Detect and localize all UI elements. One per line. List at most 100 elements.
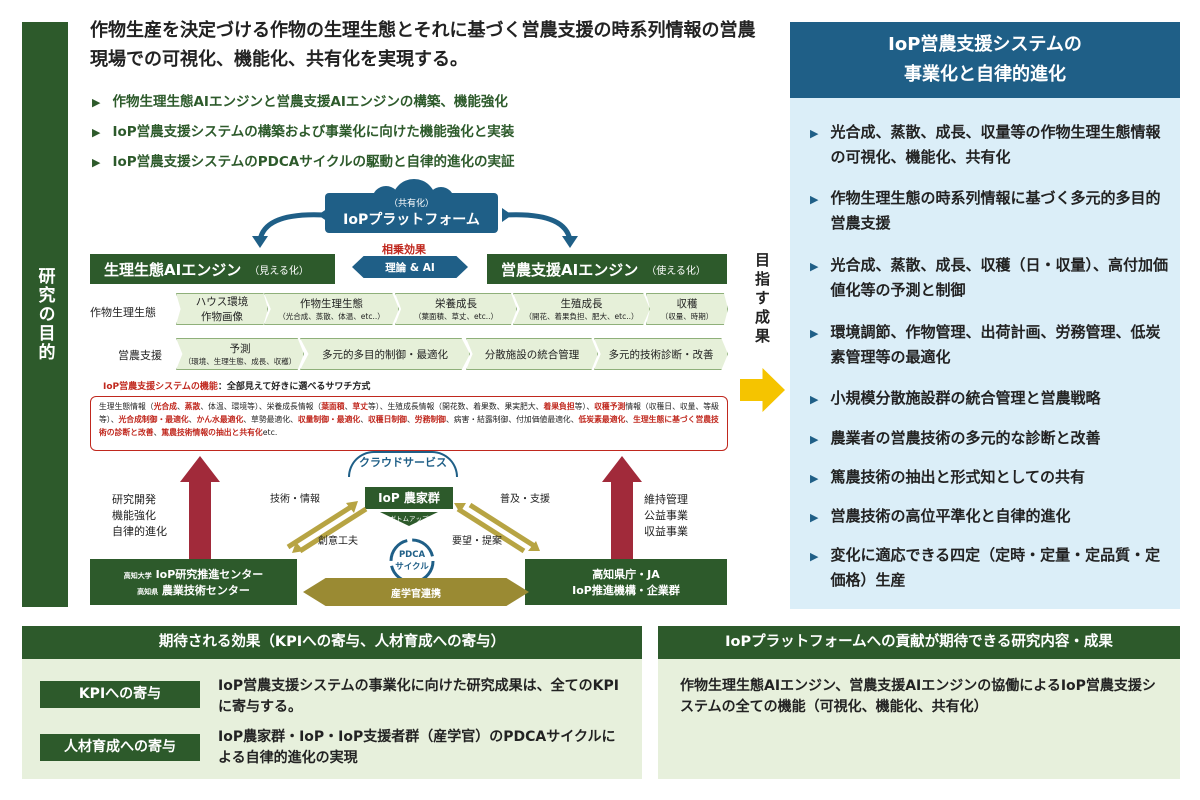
hr-badge: 人材育成への寄与 [40,734,200,761]
step-title: 予測 [229,343,251,355]
goal-label: 目指す成果 [753,252,771,347]
function-text: 等）、 [574,402,595,411]
kpi-badge: KPIへの寄与 [40,681,200,708]
function-highlight: かん水最適化 [196,415,244,424]
org-small: 高知大学 [123,572,152,580]
flow-step: 予測（環境、生理生態、成長、収穫） [176,338,304,370]
function-highlight: 葉面積 [321,402,345,411]
outcome-item: ▶ 小規模分散施設群の統合管理と営農戦略 [810,386,1170,412]
functions-title-red: IoP営農支援システムの機能 [103,382,218,392]
main-heading: 作物生産を決定づける作物の生理生態とそれに基づく営農支援の時系列情報の営農現場で… [90,20,756,70]
function-highlight: 生理生態に基づく営農技術の診断と改善 [99,415,719,437]
outcome-item: ▶変化に適応できる四定（定時・定量・定品質・定価格）生産 [810,543,1170,593]
up-arrow-shaft [189,481,211,559]
bullet-text: 作物生理生態AIエンジンと営農支援AIエンジンの構築、機能強化 [112,94,508,110]
step-sub: （収量、時期） [660,312,714,321]
function-highlight: 収量制御・最適化 [297,415,361,424]
synergy-label: 相乗効果 [382,243,426,256]
step-title: 多元的多目的制御・最適化 [322,348,448,361]
engine-title: 営農支援AIエンジン [501,260,639,279]
outcome-text: 篤農技術の抽出と形式知としての共有 [830,468,1086,486]
outcome-text: 環境調節、作物管理、出荷計画、労務管理、低炭素管理等の最適化 [830,323,1161,366]
triangle-icon: ▶ [810,127,819,140]
step-sub: （光合成、蒸散、体温、etc..） [278,312,385,321]
goal-arrow-icon [740,368,785,412]
step-sub: （開花、着果負担、肥大、etc..） [524,312,639,321]
function-highlight: 着果負担 [543,402,575,411]
org-name: 農業技術センター [161,584,250,597]
function-text: 、 [344,402,353,411]
function-text: 、 [188,415,197,424]
function-highlight: 草丈 [352,402,368,411]
triangle-icon: ▶ [810,511,819,524]
function-highlight: 光合成 [153,402,177,411]
expected-effects-title: 期待される効果（KPIへの寄与、人材育成への寄与） [22,626,642,659]
function-text: 、病害・結露制御、付加価値最適化、 [445,415,579,424]
org-name: IoP研究推進センター [155,568,264,581]
functions-title: IoP営農支援システムの機能：全部見えて好きに選べるサワチ方式 [103,379,370,392]
platform-arrows [252,208,578,248]
function-highlight: 篤農技術情報の抽出と共有化 [161,428,263,437]
outcome-item: ▶ 光合成、蒸散、成長、収量等の作物生理生態情報の可視化、機能化、共有化 [810,120,1170,170]
triangle-icon: ▶ [810,393,819,406]
up-arrow-head [180,456,220,482]
outcome-item: ▶ 営農技術の高位平準化と自律的進化 [810,504,1170,530]
function-text: 、 [176,402,185,411]
request-label: 要望・提案 [452,536,502,547]
outcome-item: ▶ 篤農技術の抽出と形式知としての共有 [810,465,1170,491]
outcome-text: 光合成、蒸散、成長、収量等の作物生理生態情報の可視化、機能化、共有化 [830,123,1161,166]
flow-step: 収穫 （収量、時期） [646,293,728,325]
flow-step: ハウス環境 作物画像 [176,293,268,325]
step-title: 収穫 [676,298,698,310]
left-side-text: 研究開発 機能強化 自律的進化 [112,493,167,538]
up-arrow-shaft [611,481,633,559]
outcome-text: 小規模分散施設群の統合管理と営農戦略 [830,389,1101,407]
spread-label: 普及・支援 [500,494,550,505]
step-title: 作物生理生態 [300,298,363,310]
iop-platform-cloud: （共有化） IoPプラットフォーム [325,193,498,233]
function-highlight: 光合成制御・最適化 [118,415,189,424]
up-arrow-head [602,456,642,482]
triangle-icon: ▶ [92,156,101,169]
step-title: 栄養成長 [435,298,477,310]
triangle-icon: ▶ [810,260,819,273]
flow-step: 作物生理生態 （光合成、蒸散、体温、etc..） [264,293,399,325]
bullet-item: ▶ 作物生理生態AIエンジンと営農支援AIエンジンの構築、機能強化 [92,90,508,110]
step-title: 分散施設の統合管理 [484,348,580,361]
triangle-icon: ▶ [810,472,819,485]
function-text: 等）、生殖成長情報（開花数、着果数、果実肥大、 [368,402,544,411]
platform-title: IoPプラットフォーム [343,212,480,228]
outcome-text: 営農技術の高位平準化と自律的進化 [830,507,1071,525]
function-highlight: 収穫日制御 [368,415,407,424]
triangle-icon: ▶ [810,193,819,206]
engine-title: 生理生態AIエンジン [104,260,242,279]
farm-group: IoP 農家群 [365,487,453,509]
outcome-text: 変化に適応できる四定（定時・定量・定品質・定価格）生産 [830,546,1161,589]
function-highlight: 蒸散 [184,402,201,411]
engine-sub: （使える化） [646,265,706,277]
function-text: 情報（収穫日、収量、等級等）、 [99,402,719,424]
flow-step: 分散施設の統合管理 [466,338,598,370]
functions-title-rest: ：全部見えて好きに選べるサワチ方式 [217,382,371,392]
function-text: 、 [625,415,634,424]
org-small: 高知県 [137,588,159,596]
support-flow: 予測（環境、生理生態、成長、収穫） 多元的多目的制御・最適化 分散施設の統合管理… [176,338,728,370]
function-highlight: 収穫予測 [594,402,626,411]
function-highlight: 低炭素最適化 [578,415,626,424]
engine-sub: （見える化） [249,265,309,277]
farming-ai-engine: 営農支援AIエンジン （使える化） [487,254,727,284]
row-label: 作物生理生態 [90,306,156,319]
hr-text: IoP農家群・IoP・IoP支援者群（産学官）のPDCAサイクルによる自律的進化… [218,729,616,766]
outcome-text: 農業者の営農技術の多元的な診断と改善 [830,429,1101,447]
platform-sub: （共有化） [388,199,434,209]
triangle-icon: ▶ [92,126,101,139]
outcomes-title: IoP営農支援システムの 事業化と自律的進化 [790,22,1180,98]
bullet-item: ▶IoP営農支援システムのPDCAサイクルの駆動と自律的進化の実証 [92,150,515,170]
function-text: 生理生態情報（ [99,402,154,411]
outcomes-panel [790,22,1180,609]
flow-step: 栄養成長（葉面積、草丈、etc..） [395,293,517,325]
bullet-item: ▶IoP営農支援システムの構築および事業化に向けた機能強化と実装 [92,120,514,140]
org-name: 高知県庁・JA [592,568,660,581]
pdca-cycle-icon [389,538,435,584]
triangle-icon: ▶ [92,96,101,109]
